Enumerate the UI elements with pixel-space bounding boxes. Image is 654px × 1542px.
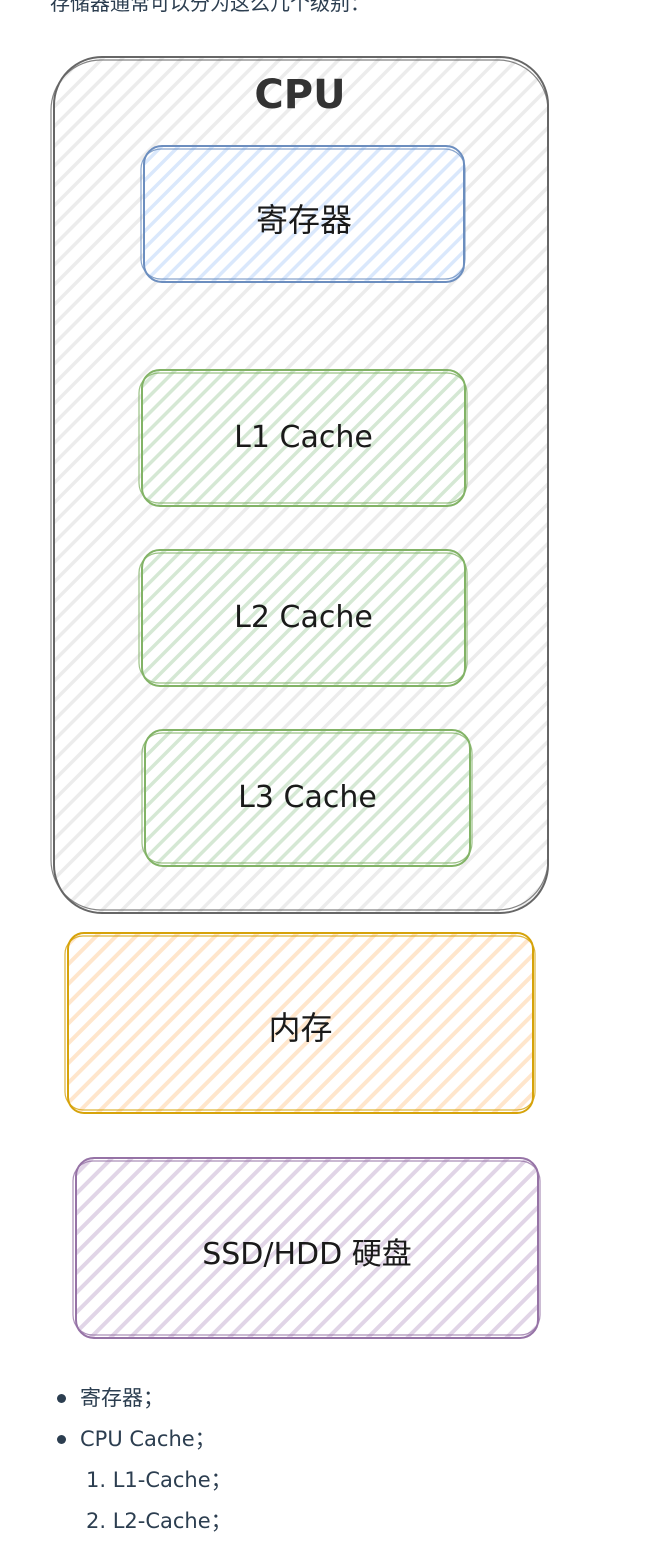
memory-hierarchy-diagram [50, 56, 549, 1339]
memory-label: 内存 [268, 1009, 333, 1047]
l1-cache-box [138, 369, 468, 507]
list-item: 寄存器； [57, 1378, 654, 1419]
sub-list-item: 2. L2-Cache； [86, 1509, 232, 1533]
list-item-text: 寄存器； [80, 1386, 164, 1410]
disk-box [72, 1157, 541, 1339]
l1-cache-label: L1 Cache [234, 420, 373, 455]
sub-list-item: 1. L1-Cache； [86, 1468, 232, 1492]
registers-label: 寄存器 [255, 201, 352, 239]
l3-cache-box [141, 729, 473, 867]
list-item: CPU Cache； [57, 1419, 654, 1460]
intro-text: 存储器通常可以分为这么几个级别： [50, 0, 370, 15]
l2-cache-box [138, 549, 468, 687]
list-item-text: CPU Cache； [80, 1427, 216, 1451]
bullet-icon [57, 1394, 66, 1403]
bullet-icon [57, 1435, 66, 1444]
l2-cache-label: L2 Cache [234, 600, 373, 635]
disk-label: SSD/HDD 硬盘 [202, 1237, 412, 1272]
memory-box [64, 932, 536, 1114]
registers-box [140, 145, 466, 283]
storage-level-list: 寄存器； CPU Cache； 1. L1-Cache； 2. L2-Cache… [0, 1378, 654, 1542]
cpu-title: CPU [254, 72, 346, 118]
l3-cache-label: L3 Cache [238, 780, 377, 815]
